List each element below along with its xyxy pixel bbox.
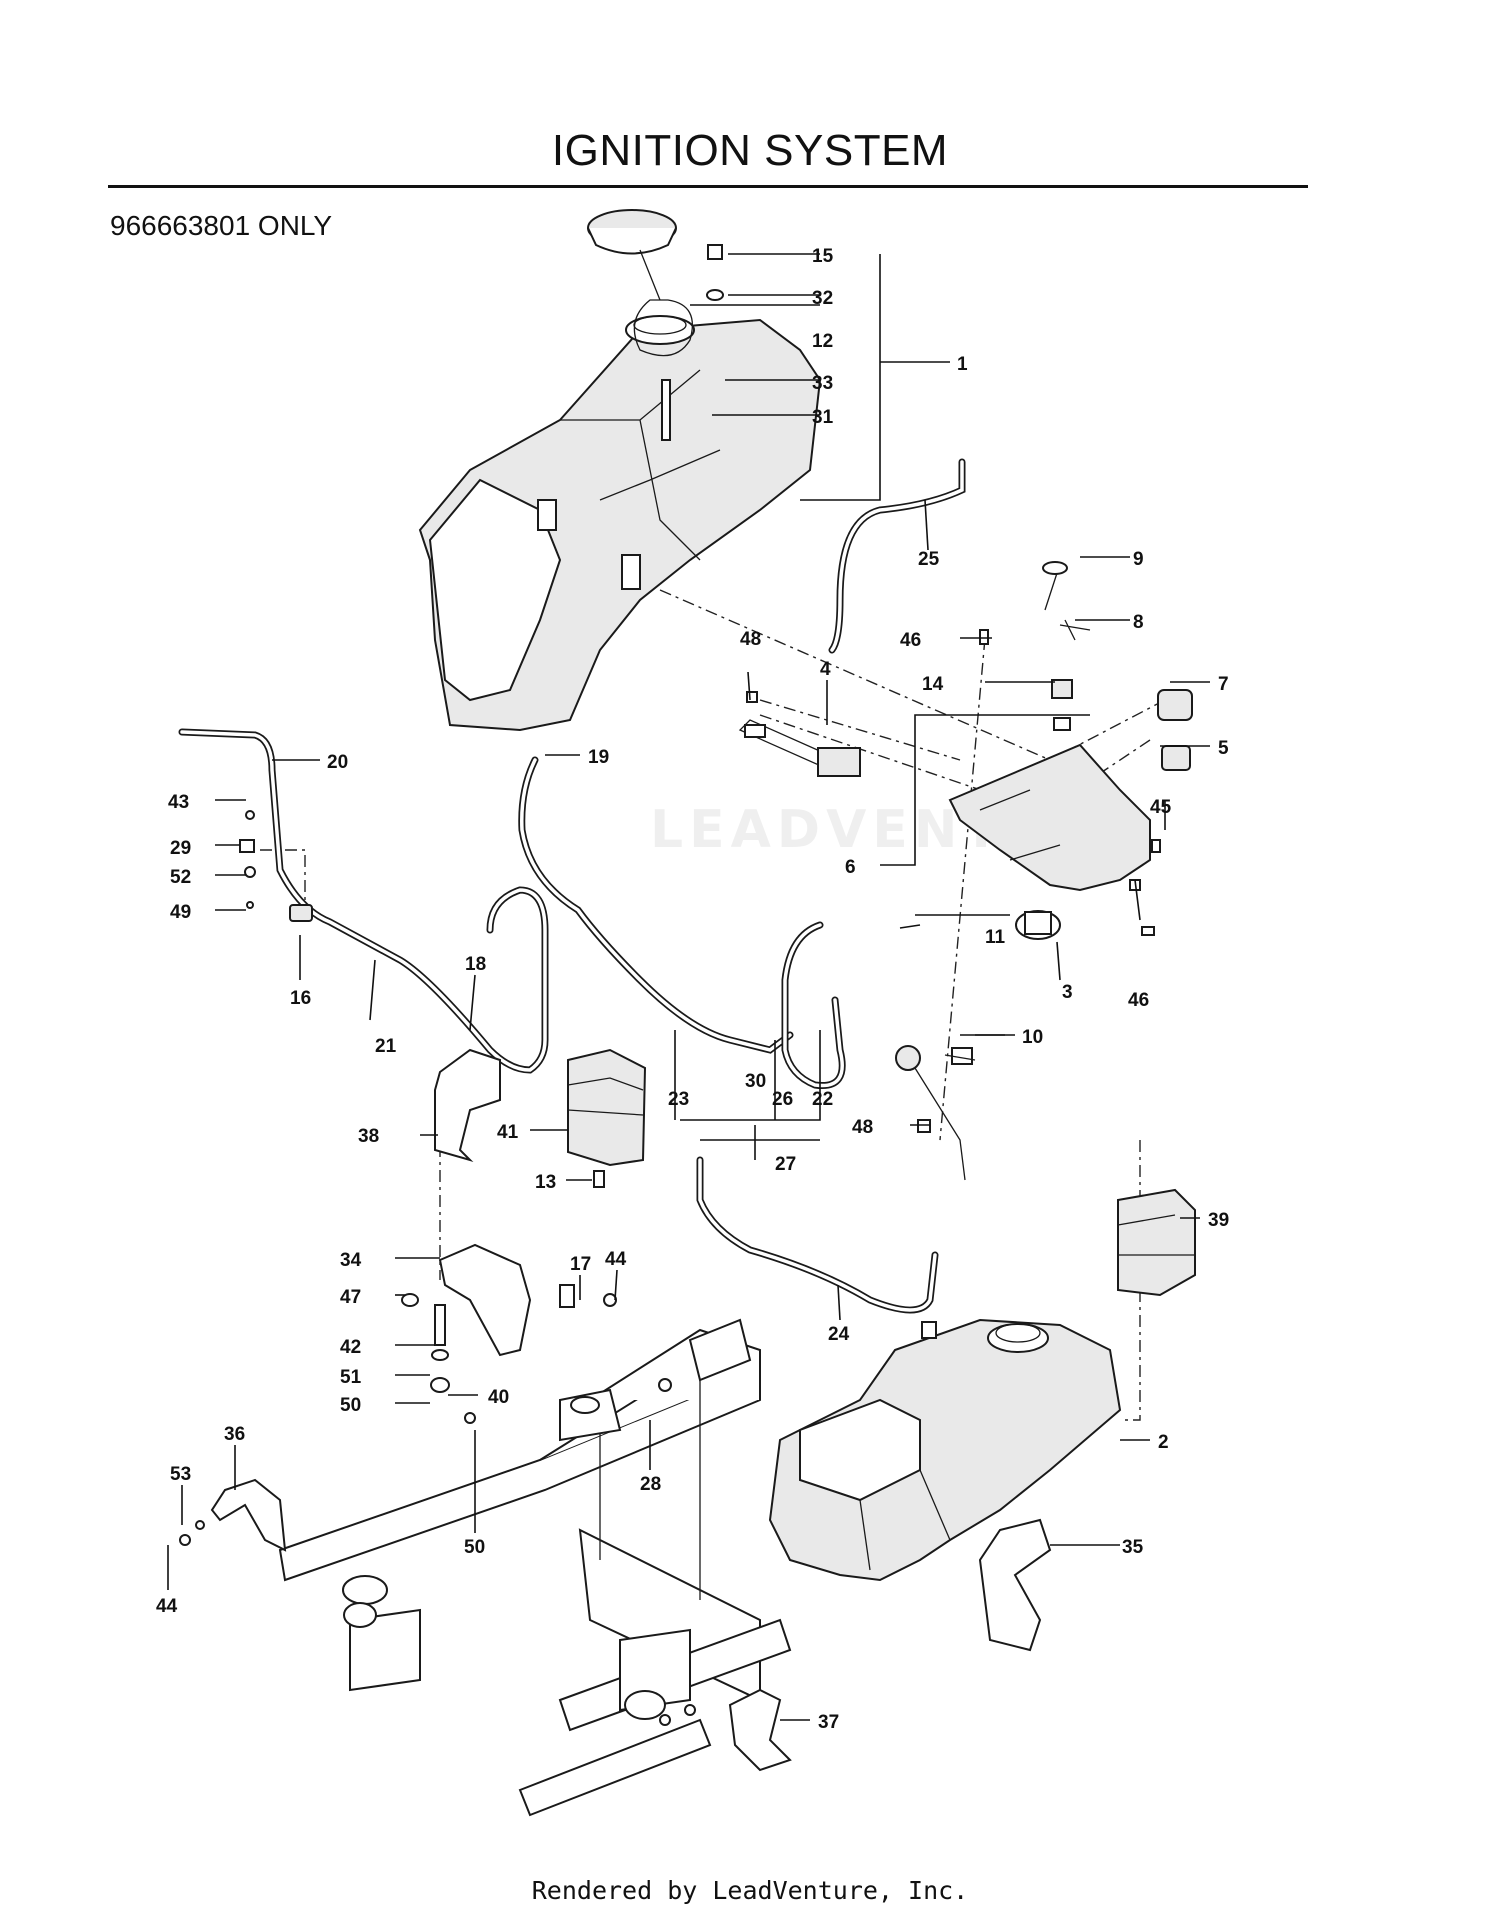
callout-15: 15: [812, 246, 834, 267]
bracket-37-part: [728, 1688, 792, 1772]
fuel-tank-lower-part: [768, 1318, 1122, 1582]
callout-35: 35: [1122, 1537, 1144, 1558]
callout-10: 10: [1022, 1027, 1043, 1048]
callout-24: 24: [828, 1324, 850, 1345]
callout-18: 18: [465, 954, 486, 975]
callout-27: 27: [775, 1154, 796, 1175]
callout-32: 32: [812, 288, 833, 309]
page-title: IGNITION SYSTEM: [551, 126, 949, 175]
callout-46b: 46: [1128, 990, 1149, 1011]
callout-4: 4: [820, 659, 831, 680]
callout-labels: 15 32 12 33 31 1 25 9 8 46 48 4 14 7 5 2…: [156, 246, 1229, 1733]
callout-6: 6: [845, 857, 856, 878]
callout-12: 12: [812, 331, 833, 352]
callout-45: 45: [1150, 797, 1172, 818]
callout-31: 31: [812, 407, 834, 428]
callout-50: 50: [340, 1395, 361, 1416]
fuel-tank-upper-part: [418, 315, 822, 732]
callout-5: 5: [1218, 738, 1229, 759]
callout-2: 2: [1158, 1432, 1169, 1453]
fasteners-part: [179, 629, 1161, 1726]
callout-19: 19: [588, 747, 609, 768]
callout-41: 41: [497, 1122, 519, 1143]
model-note: 966663801 ONLY: [110, 210, 333, 241]
callout-40: 40: [488, 1387, 509, 1408]
callout-9: 9: [1133, 549, 1144, 570]
ignition-switch-parts: [1042, 561, 1193, 771]
callout-8: 8: [1133, 612, 1144, 633]
callout-48b: 48: [852, 1117, 873, 1138]
frame-part: [278, 1318, 792, 1817]
leader-lines: [167, 253, 1210, 1721]
callout-34: 34: [340, 1250, 362, 1271]
callout-22: 22: [812, 1089, 833, 1110]
callout-30: 30: [745, 1071, 766, 1092]
callout-52: 52: [170, 867, 191, 888]
mount-bracket-part: [438, 1243, 532, 1357]
callout-13: 13: [535, 1172, 556, 1193]
throttle-parts: [895, 1045, 976, 1181]
callout-37: 37: [818, 1712, 839, 1733]
callout-20: 20: [327, 752, 348, 773]
callout-29: 29: [170, 838, 191, 859]
callout-43: 43: [168, 792, 189, 813]
callout-25: 25: [918, 549, 940, 570]
callout-38: 38: [358, 1126, 379, 1147]
callout-46: 46: [900, 630, 921, 651]
callout-17: 17: [570, 1254, 591, 1275]
gauge-parts: [661, 244, 724, 441]
wiring-harness-part: [738, 719, 861, 777]
callout-47: 47: [340, 1287, 361, 1308]
callout-16: 16: [290, 988, 311, 1009]
callout-23: 23: [668, 1089, 689, 1110]
callout-44b: 44: [156, 1596, 178, 1617]
battery-part: [567, 1048, 647, 1167]
dash-panel-part: [948, 743, 1151, 940]
callout-48: 48: [740, 629, 761, 650]
callout-14: 14: [922, 674, 944, 695]
callout-11: 11: [985, 927, 1006, 948]
bracket-36-part: [210, 1478, 287, 1552]
callout-49: 49: [170, 902, 191, 923]
callout-7: 7: [1218, 674, 1229, 695]
callout-44: 44: [605, 1249, 627, 1270]
callout-53: 53: [170, 1464, 191, 1485]
callout-36: 36: [224, 1424, 245, 1445]
tank-bracket-35-part: [978, 1518, 1052, 1652]
footer-credit: Rendered by LeadVenture, Inc.: [531, 1876, 969, 1905]
battery-right-part: [1117, 1188, 1196, 1297]
callout-1: 1: [957, 354, 968, 375]
callout-51: 51: [340, 1367, 362, 1388]
callout-26: 26: [772, 1089, 793, 1110]
callout-33: 33: [812, 373, 833, 394]
callout-42: 42: [340, 1337, 361, 1358]
callout-28: 28: [640, 1474, 661, 1495]
hose-clamp-part: [289, 904, 313, 922]
callout-3: 3: [1062, 982, 1073, 1003]
battery-bracket-part: [434, 1048, 501, 1163]
callout-21: 21: [375, 1036, 397, 1057]
callout-39: 39: [1208, 1210, 1229, 1231]
title-rule: [108, 185, 1308, 188]
callout-50b: 50: [464, 1537, 485, 1558]
fuel-cap-part: [587, 209, 694, 357]
